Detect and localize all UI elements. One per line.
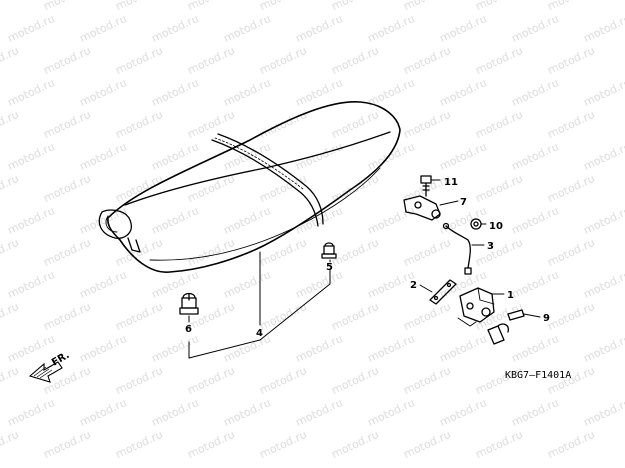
catch-bracket-7-part xyxy=(403,195,459,221)
figure-code: KBG7—F1401A xyxy=(505,370,571,381)
key-part xyxy=(487,323,509,345)
callout-10: 10 xyxy=(489,221,503,232)
plate-2-part xyxy=(419,279,457,305)
bolt-11-part xyxy=(420,175,441,197)
callout-1: 1 xyxy=(507,290,514,301)
seat-lock-1-part xyxy=(457,287,505,327)
callout-7: 7 xyxy=(460,197,467,208)
cushion-6-part xyxy=(179,292,199,315)
front-direction-arrow: FR. xyxy=(28,350,72,383)
cable-3-part xyxy=(442,222,485,275)
cushion-5-part xyxy=(321,242,337,259)
callout-11: 11 xyxy=(444,177,458,188)
leader-lines-seat xyxy=(188,251,331,359)
callout-2: 2 xyxy=(410,280,417,291)
callout-9: 9 xyxy=(543,313,550,324)
callout-3: 3 xyxy=(487,241,494,252)
callout-4: 4 xyxy=(256,328,263,339)
screw-9-part xyxy=(507,309,541,321)
callout-6: 6 xyxy=(185,324,192,335)
callout-5: 5 xyxy=(326,262,333,273)
grommet-10-part xyxy=(470,218,487,230)
seat-part xyxy=(98,101,401,273)
